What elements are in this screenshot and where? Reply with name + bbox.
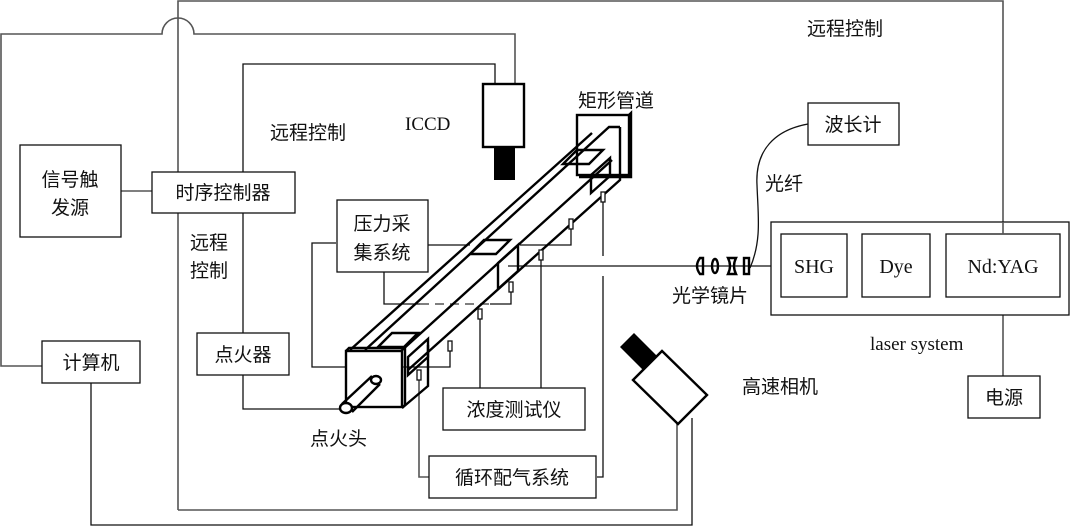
signal-trigger-label-2: 发源 bbox=[51, 197, 89, 219]
wire-computer-camera bbox=[90, 383, 693, 526]
wire-pressure-left bbox=[311, 242, 350, 368]
duct-window-top-2 bbox=[467, 238, 513, 256]
duct-edge-mid bbox=[364, 125, 620, 351]
computer-label: 计算机 bbox=[62, 352, 119, 374]
concentration-tester-box: 浓度测试仪 bbox=[442, 387, 586, 431]
duct-edge-bottom bbox=[407, 127, 622, 371]
optical-lenses bbox=[695, 256, 751, 276]
igniter-rod-tip bbox=[338, 401, 354, 415]
duct-near-side bbox=[401, 345, 430, 409]
shg-box bbox=[780, 233, 848, 298]
igniter-label: 点火器 bbox=[214, 344, 271, 366]
sensor-port-1 bbox=[600, 191, 606, 203]
pressure-acquisition-label-2: 集系统 bbox=[353, 242, 410, 264]
lens-1 bbox=[695, 256, 705, 276]
wavelength-meter-label: 波长计 bbox=[824, 114, 881, 136]
power-supply-label: 电源 bbox=[985, 387, 1023, 409]
shg-label: SHG bbox=[794, 256, 834, 278]
wavelength-meter-box: 波长计 bbox=[807, 102, 900, 146]
wire-computer-iccd bbox=[0, 17, 516, 367]
lens-3 bbox=[726, 256, 738, 276]
rectangular-duct-label: 矩形管道 bbox=[578, 90, 654, 112]
igniter-head-label: 点火头 bbox=[310, 428, 367, 450]
remote-control-vertical-label-2: 控制 bbox=[190, 260, 228, 282]
computer-box: 计算机 bbox=[41, 340, 141, 384]
iccd-lens bbox=[494, 147, 515, 180]
wire-igniter-head bbox=[242, 375, 345, 410]
duct-far-flange-edge bbox=[579, 110, 633, 179]
sensor-port-2 bbox=[568, 218, 574, 230]
high-speed-camera bbox=[620, 333, 709, 426]
laser-system-label: laser system bbox=[870, 334, 964, 355]
igniter-rod bbox=[341, 375, 381, 413]
timing-controller-box: 时序控制器 bbox=[151, 171, 296, 214]
signal-trigger-box: 信号触 发源 bbox=[19, 144, 122, 238]
remote-control-vertical-label-1: 远程 bbox=[190, 232, 228, 254]
signal-trigger-label-1: 信号触 bbox=[41, 169, 98, 191]
wire-pressure-bottom bbox=[383, 272, 420, 305]
sensor-port-6 bbox=[447, 340, 453, 352]
lens-2 bbox=[710, 257, 720, 275]
iccd-body bbox=[481, 82, 526, 149]
wire-gas-right-lower bbox=[597, 276, 604, 478]
sensor-port-4 bbox=[508, 281, 514, 293]
wire-pressure-mid-sensor bbox=[520, 227, 572, 246]
duct-window-side-3 bbox=[406, 336, 430, 378]
igniter-box: 点火器 bbox=[196, 332, 290, 376]
remote-control-label-top: 远程控制 bbox=[807, 18, 883, 40]
nd-yag-label: Nd:YAG bbox=[967, 256, 1038, 278]
optical-fiber bbox=[749, 123, 809, 269]
power-supply-box: 电源 bbox=[967, 375, 1041, 419]
gas-circulation-label: 循环配气系统 bbox=[455, 467, 569, 489]
concentration-tester-label: 浓度测试仪 bbox=[466, 399, 561, 421]
high-speed-camera-label: 高速相机 bbox=[742, 376, 818, 398]
dye-box bbox=[861, 233, 931, 298]
lens-4 bbox=[742, 256, 751, 276]
sensor-port-5 bbox=[477, 308, 483, 320]
wire-gas-left bbox=[418, 374, 429, 478]
wire-outer-bottom bbox=[178, 423, 678, 511]
gas-circulation-box: 循环配气系统 bbox=[428, 455, 597, 499]
pressure-acquisition-label-1: 压力采 bbox=[353, 213, 410, 235]
rectangular-duct bbox=[338, 110, 633, 415]
sensor-port-3 bbox=[538, 249, 544, 261]
duct-window-side-2 bbox=[496, 242, 520, 292]
igniter-rod-end bbox=[369, 374, 383, 386]
timing-controller-label: 时序控制器 bbox=[175, 182, 270, 204]
fiber-label: 光纤 bbox=[765, 173, 803, 195]
iccd-label: ICCD bbox=[405, 114, 450, 135]
duct-near-end bbox=[344, 349, 404, 409]
remote-control-label-mid: 远程控制 bbox=[270, 122, 346, 144]
laser-system-box: SHG Dye Nd:YAG bbox=[770, 221, 1070, 316]
duct-window-top-1 bbox=[560, 148, 606, 166]
duct-window-side-1 bbox=[589, 155, 612, 196]
wire-outer-remote bbox=[177, 0, 1004, 510]
duct-window-top-3 bbox=[375, 331, 421, 349]
sensor-port-7 bbox=[416, 369, 422, 381]
wire-timing-iccd bbox=[242, 63, 496, 174]
iccd-camera bbox=[481, 82, 526, 180]
optics-label: 光学镜片 bbox=[672, 285, 748, 307]
dye-label: Dye bbox=[879, 256, 912, 278]
duct-edge-top bbox=[349, 132, 593, 351]
pressure-acquisition-box: 压力采 集系统 bbox=[336, 199, 429, 273]
high-speed-camera-body bbox=[631, 349, 709, 426]
